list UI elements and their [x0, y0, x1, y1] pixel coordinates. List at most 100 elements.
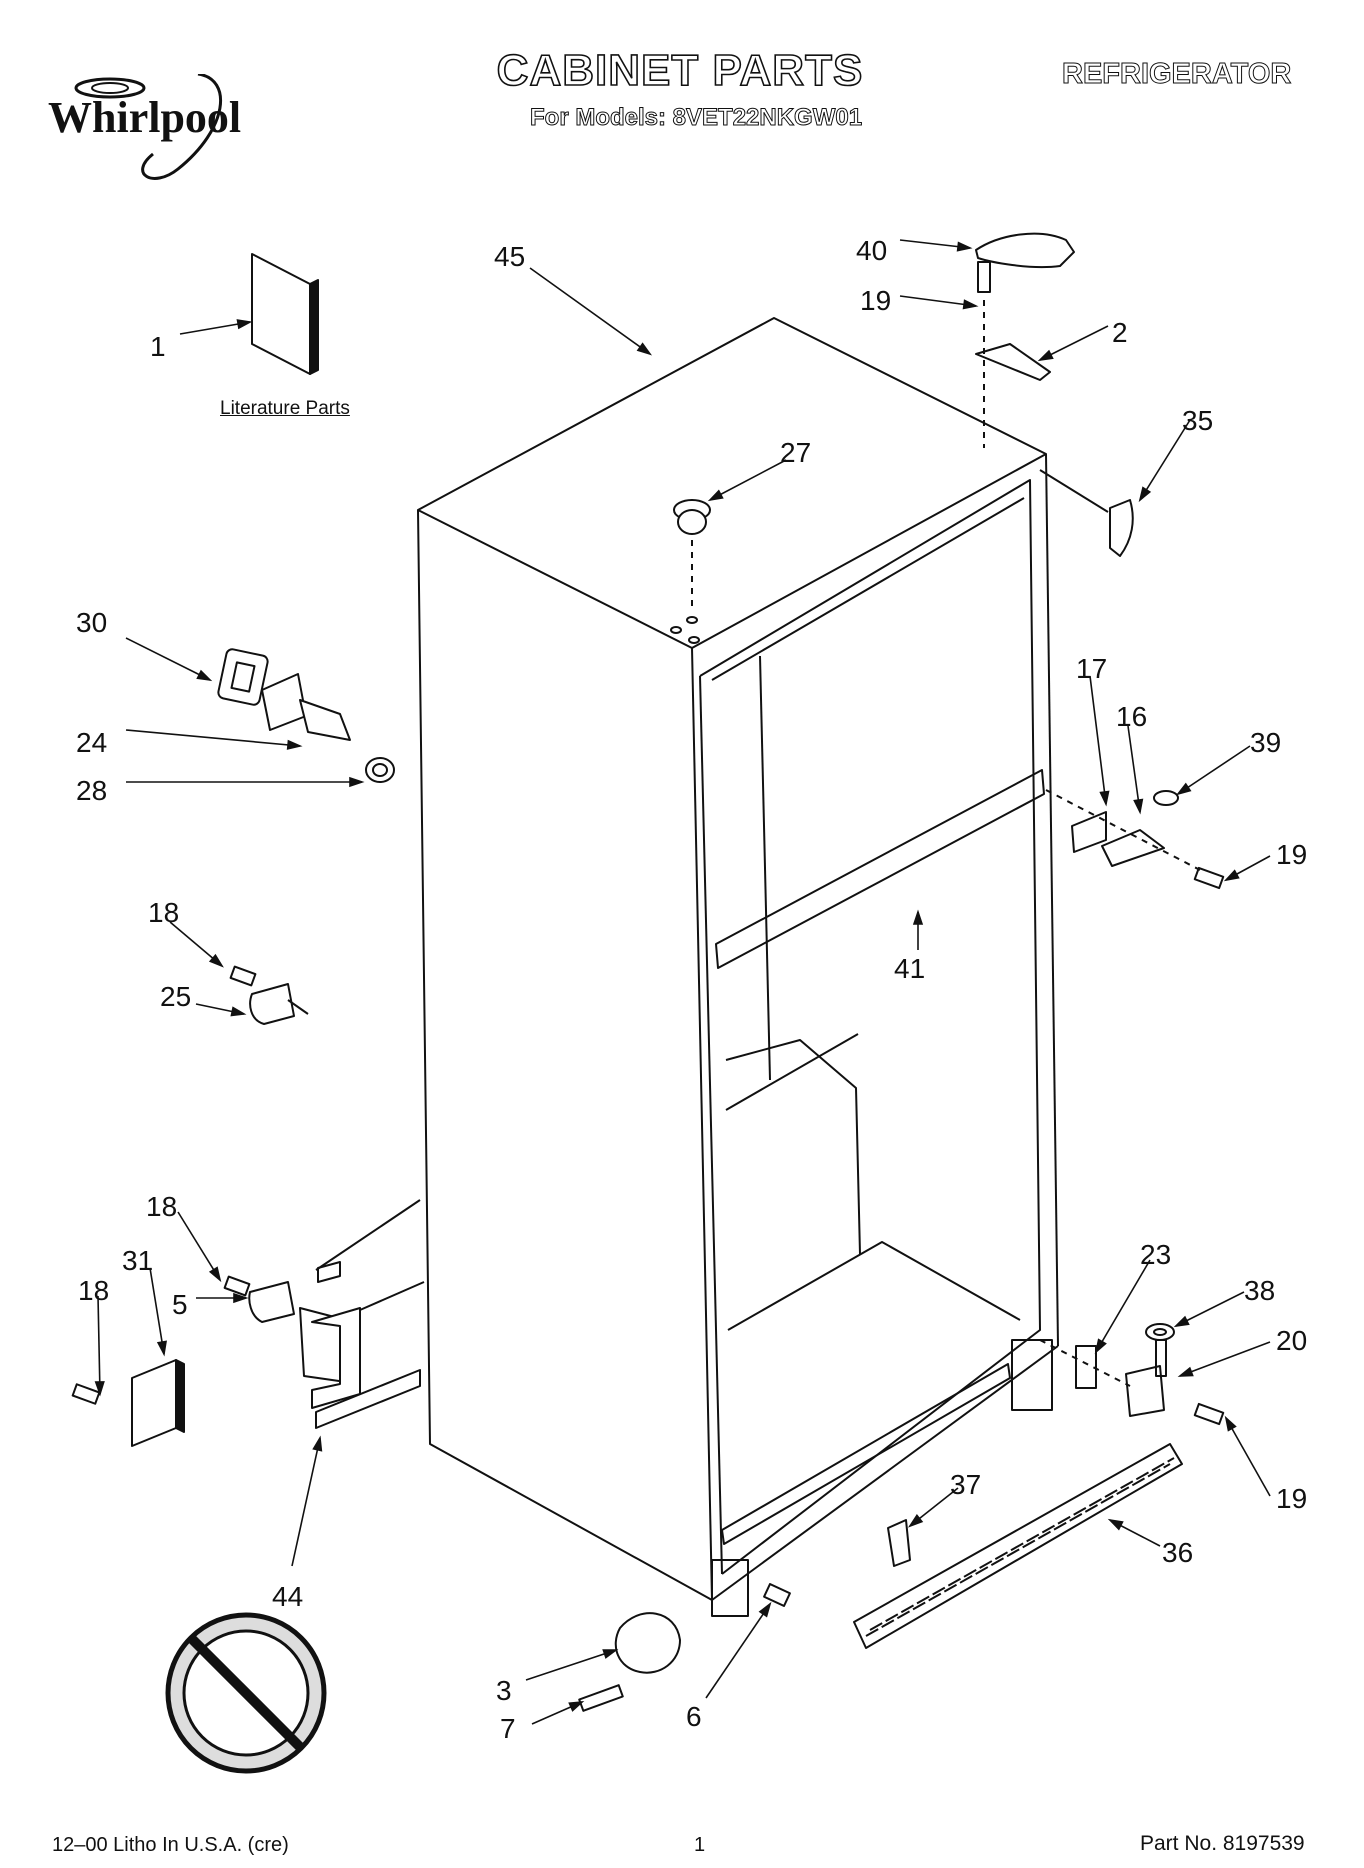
leader-arrowhead [1138, 486, 1152, 503]
leader-arrowhead [602, 1649, 619, 1659]
part-number: Part No. 8197539 [1140, 1832, 1305, 1855]
leader-line [177, 1211, 221, 1281]
callout-39: 39 [1250, 727, 1281, 758]
cabinet-body [417, 317, 1059, 1617]
leader-arrowhead [312, 1435, 323, 1452]
leader-arrowhead [196, 669, 213, 682]
leader-lines [94, 239, 1271, 1725]
callout-27: 27 [780, 437, 811, 468]
leader-line [291, 1437, 321, 1567]
leader-arrowhead [758, 1601, 772, 1618]
clip-parts [229, 965, 309, 1025]
callout-19: 19 [1276, 839, 1307, 870]
leader-arrowhead [962, 299, 979, 310]
callout-44: 44 [272, 1581, 303, 1612]
leader-arrowhead [1107, 1518, 1124, 1531]
callout-28: 28 [76, 775, 107, 806]
callout-30: 30 [76, 607, 107, 638]
litho-note: 12–00 Litho In U.S.A. (cre) [52, 1834, 289, 1856]
callout-25: 25 [160, 981, 191, 1012]
swirl-icon [74, 74, 222, 180]
leader-arrowhead [1133, 798, 1144, 815]
leader-arrowhead [912, 909, 924, 925]
callout-36: 36 [1162, 1537, 1193, 1568]
callout-38: 38 [1244, 1275, 1275, 1306]
leader-arrowhead [636, 342, 653, 356]
callout-45: 45 [494, 241, 525, 272]
leader-arrowhead [1224, 1415, 1237, 1432]
callout-20: 20 [1276, 1325, 1307, 1356]
leader-line [1179, 1341, 1271, 1377]
callout-24: 24 [76, 727, 107, 758]
plug-part [670, 499, 711, 644]
leader-line [125, 729, 301, 747]
model-subtitle: For Models: 8VET22NKGW01 [529, 104, 863, 132]
leader-arrowhead [236, 319, 253, 330]
leader-arrowhead [1177, 1366, 1194, 1377]
callout-41: 41 [894, 953, 925, 984]
callout-1: 1 [150, 331, 166, 362]
lower-right-parts [853, 1323, 1225, 1649]
leader-arrowhead [956, 241, 973, 252]
callout-19: 19 [1276, 1483, 1307, 1514]
leader-arrowhead [1173, 1315, 1190, 1328]
page-title: CABINET PARTS [496, 45, 864, 96]
leader-arrowhead [230, 1006, 247, 1017]
center-hinge-parts [1045, 789, 1225, 890]
leader-line [709, 459, 787, 501]
callout-7: 7 [500, 1713, 516, 1744]
leader-line [1095, 1259, 1151, 1353]
leader-arrowhead [233, 1292, 249, 1304]
leader-arrowhead [1099, 790, 1110, 807]
page-number: 1 [694, 1834, 706, 1856]
leveler-parts [217, 648, 395, 783]
leader-arrowhead [94, 1381, 105, 1397]
leader-line [125, 637, 211, 681]
callout-23: 23 [1140, 1239, 1171, 1270]
callout-37: 37 [950, 1469, 981, 1500]
callout-17: 17 [1076, 653, 1107, 684]
leader-arrowhead [349, 776, 365, 788]
leader-line [1177, 745, 1251, 795]
leader-arrowhead [1094, 1338, 1107, 1355]
literature-booklet [251, 253, 319, 375]
leader-arrowhead [156, 1340, 167, 1357]
leader-arrowhead [208, 953, 224, 968]
leader-arrowhead [286, 739, 303, 750]
leader-line [1225, 1417, 1271, 1497]
callout-3: 3 [496, 1675, 512, 1706]
no-r12-symbol [165, 1612, 327, 1774]
leader-line [1139, 419, 1191, 501]
leader-line [1089, 675, 1107, 805]
callout-2: 2 [1112, 317, 1128, 348]
leader-arrowhead [1175, 782, 1192, 796]
appliance-category: REFRIGERATOR [1061, 58, 1292, 91]
leader-arrowhead [1037, 349, 1054, 362]
leader-line [705, 1603, 771, 1699]
callout-35: 35 [1182, 405, 1213, 436]
callout-31: 31 [122, 1245, 153, 1276]
callout-16: 16 [1116, 701, 1147, 732]
leader-arrowhead [208, 1266, 222, 1283]
leader-arrowhead [568, 1700, 585, 1712]
leader-arrowhead [908, 1514, 924, 1528]
leader-line [529, 267, 651, 355]
bottom-hinge-parts [578, 1583, 791, 1712]
leader-line [149, 1267, 165, 1355]
callout-18: 18 [78, 1275, 109, 1306]
callout-5: 5 [172, 1289, 188, 1320]
leader-arrowhead [1223, 869, 1240, 882]
callout-18: 18 [148, 897, 179, 928]
literature-parts-label: Literature Parts [220, 398, 350, 419]
top-hinge-hardware [975, 232, 1134, 557]
leader-arrowhead [707, 489, 724, 502]
leader-line [97, 1295, 101, 1395]
callout-40: 40 [856, 235, 887, 266]
callout-18: 18 [146, 1191, 177, 1222]
callout-6: 6 [686, 1701, 702, 1732]
leader-line [525, 1649, 617, 1681]
lower-left-parts [71, 1199, 425, 1447]
callout-labels: 1 45 40 19 2 35 27 30 24 28 17 16 39 19 41 18 25 18 31 18 5 2… [76, 235, 1307, 1744]
